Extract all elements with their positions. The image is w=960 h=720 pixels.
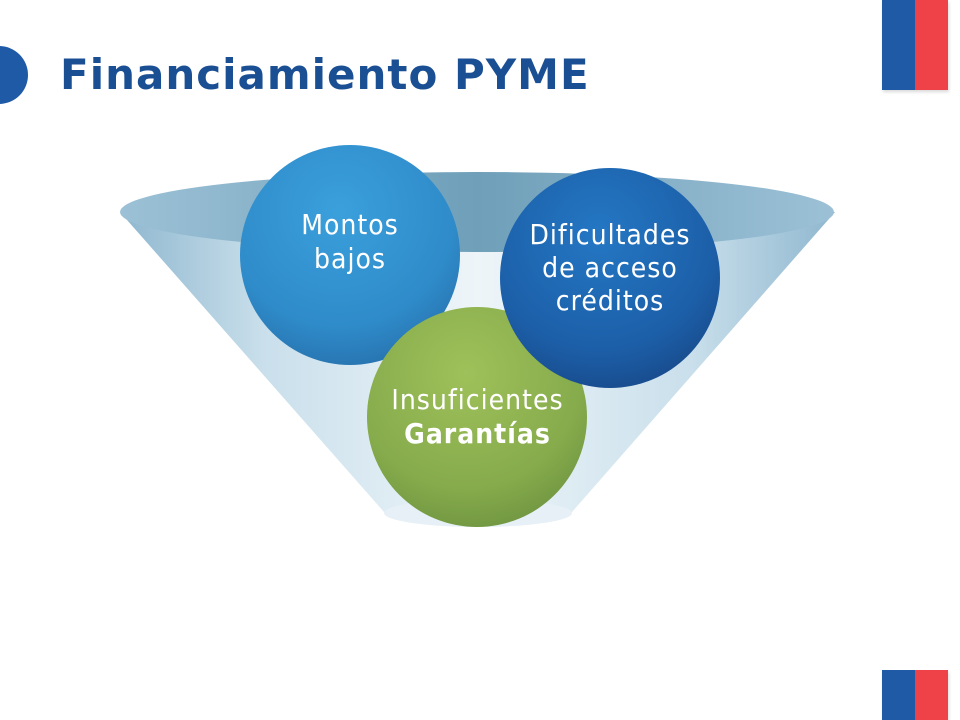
circle-dificultades-acceso <box>500 168 720 388</box>
label-dificultades: Dificultades de acceso créditos <box>505 218 715 317</box>
label-montos-line1: Montos <box>301 208 399 241</box>
label-dificultades-line3: créditos <box>555 284 665 318</box>
page-title: Financiamiento PYME <box>60 50 590 99</box>
label-montos-line2: bajos <box>314 242 386 276</box>
label-montos-bajos: Montos bajos <box>250 208 450 276</box>
funnel-top <box>120 172 834 252</box>
circle-insuficientes-garantias <box>367 307 587 527</box>
flag-icon <box>882 670 948 720</box>
label-insuficientes-line2: Garantías <box>404 417 551 451</box>
label-insuficientes: Insuficientes Garantías <box>365 383 590 451</box>
circle-montos-bajos <box>240 145 460 365</box>
flag-red-stripe <box>915 670 948 720</box>
label-insuficientes-line1: Insuficientes <box>391 383 564 416</box>
flag-red-stripe <box>915 0 948 90</box>
flag-icon <box>882 0 948 90</box>
label-dificultades-line2: de acceso <box>542 251 678 285</box>
label-dificultades-line1: Dificultades <box>529 218 691 251</box>
flag-blue-stripe <box>882 0 915 90</box>
flag-blue-stripe <box>882 670 915 720</box>
play-arrow-icon <box>35 64 51 84</box>
